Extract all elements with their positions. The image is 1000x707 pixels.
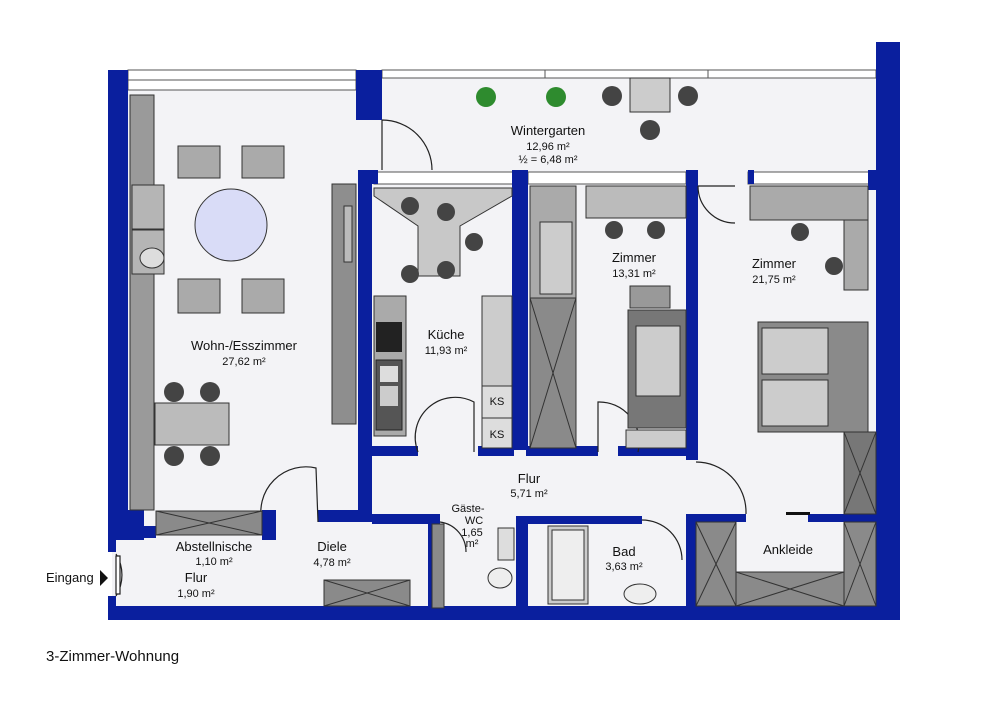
living-furniture	[129, 94, 357, 511]
abstell-area: 1,10 m²	[195, 556, 233, 568]
zimmer1-name: Zimmer	[612, 250, 657, 265]
bad-area: 3,63 m²	[605, 561, 643, 573]
bad-name: Bad	[612, 544, 635, 559]
zimmer2-area: 21,75 m²	[752, 274, 796, 286]
kueche-name: Küche	[428, 327, 465, 342]
zimmer2-name: Zimmer	[752, 256, 797, 271]
room1-furniture	[529, 185, 687, 449]
gaeste-name-1: Gäste-	[451, 503, 484, 515]
flur-entry-name: Flur	[185, 570, 208, 585]
gaeste-area-1: 1,65	[461, 527, 482, 539]
walls	[108, 42, 900, 620]
entrance-arrow-icon	[100, 570, 108, 586]
room-labels: Wintergarten 12,96 m² ½ = 6,48 m² Wohn-/…	[176, 123, 813, 600]
kueche-area: 11,93 m²	[425, 345, 468, 357]
wintergarten-furniture	[476, 77, 698, 140]
lower-furniture	[155, 510, 877, 609]
kitchen-furniture	[373, 187, 513, 449]
wohn-name: Wohn-/Esszimmer	[191, 338, 298, 353]
gaeste-name-2: WC	[465, 515, 483, 527]
flur-mid-name: Flur	[518, 471, 541, 486]
ks-label-1: KS	[490, 396, 505, 408]
flur-mid-area: 5,71 m²	[510, 488, 548, 500]
flur-entry-area: 1,90 m²	[177, 588, 215, 600]
room2-furniture	[749, 185, 877, 515]
wintergarten-half-area: ½ = 6,48 m²	[518, 154, 577, 166]
abstell-name: Abstellnische	[176, 539, 253, 554]
plan-caption: 3-Zimmer-Wohnung	[46, 648, 180, 665]
ankleide-name: Ankleide	[763, 542, 813, 557]
doors	[115, 119, 747, 597]
gaeste-area-2: m²	[466, 538, 479, 550]
wintergarten-name: Wintergarten	[511, 123, 585, 138]
diele-area: 4,78 m²	[313, 557, 351, 569]
diele-name: Diele	[317, 539, 347, 554]
ks-label-2: KS	[490, 429, 505, 441]
wintergarten-area: 12,96 m²	[526, 141, 570, 153]
entrance-label: Eingang	[46, 570, 94, 585]
wohn-area: 27,62 m²	[222, 356, 266, 368]
zimmer1-area: 13,31 m²	[612, 268, 656, 280]
